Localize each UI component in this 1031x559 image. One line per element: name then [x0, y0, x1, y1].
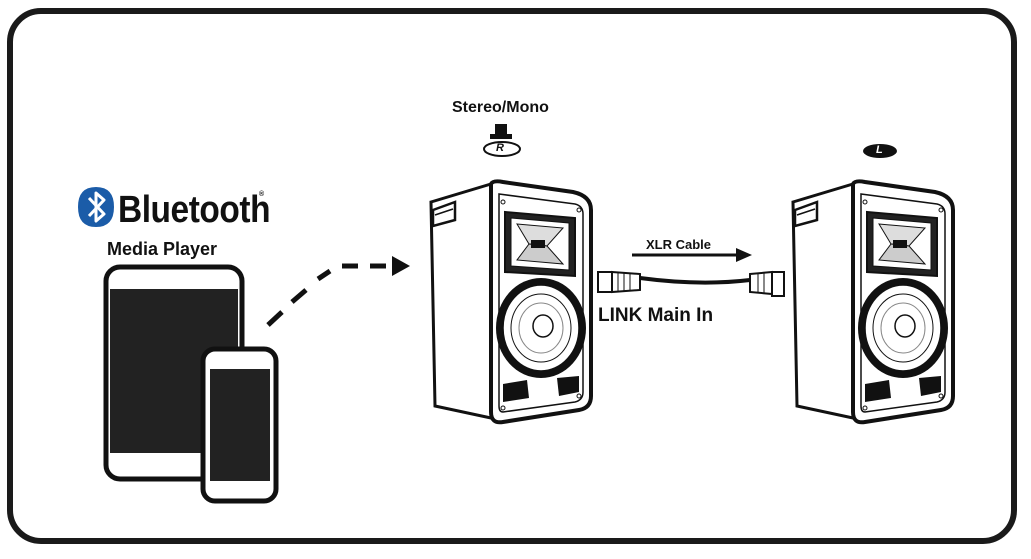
left-badge-letter: L	[876, 144, 883, 156]
phone-icon	[200, 346, 279, 504]
right-channel-badge	[483, 141, 521, 157]
link-main-in-label: LINK Main In	[598, 305, 714, 326]
right-badge-letter: R	[496, 142, 504, 154]
switch-icon	[490, 124, 512, 139]
speaker-right-channel	[429, 179, 593, 425]
left-channel-badge	[863, 144, 897, 158]
speaker-left-channel	[791, 179, 955, 425]
stereo-mono-label: Stereo/Mono	[452, 99, 549, 116]
media-player-label: Media Player	[107, 239, 218, 259]
xlr-connector-icon	[597, 270, 785, 297]
bluetooth-icon	[78, 187, 114, 227]
xlr-cable-label: XLR Cable	[646, 237, 712, 252]
xlr-cable-arrow	[632, 248, 752, 262]
bluetooth-brand: Bluetooth	[118, 189, 271, 231]
wireless-arrow	[266, 256, 410, 327]
registered-mark: ®	[259, 191, 265, 198]
